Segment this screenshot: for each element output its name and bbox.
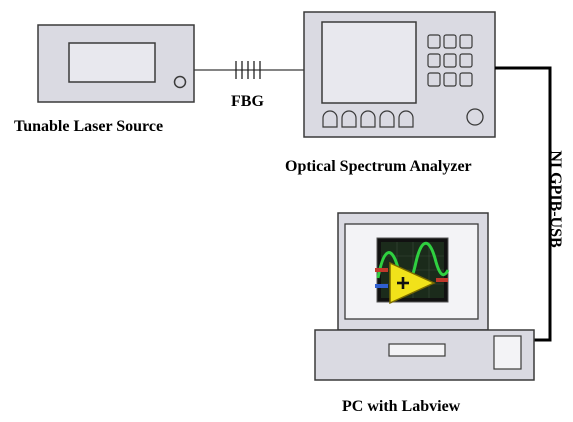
- gpib-usb-cable: [495, 66, 552, 342]
- fbg-grating-icon: [235, 61, 261, 79]
- osa-keypad: [427, 34, 473, 87]
- laser-knob-icon: [173, 75, 187, 89]
- laser-label: Tunable Laser Source: [14, 118, 164, 135]
- osa-screen: [321, 21, 417, 104]
- fbg-label: FBG: [231, 93, 264, 110]
- gpib-label: NI GPIB-USB: [547, 150, 564, 248]
- laser-display: [68, 42, 156, 83]
- osa-knob-icon: [466, 108, 484, 126]
- pc-computer: [314, 212, 535, 381]
- tunable-laser-source: [37, 24, 195, 103]
- labview-logo-icon: [375, 237, 450, 305]
- osa-label: Optical Spectrum Analyzer: [285, 158, 472, 175]
- pc-label: PC with Labview: [342, 398, 461, 415]
- optical-spectrum-analyzer: [303, 11, 496, 138]
- pc-drive-slot: [388, 343, 446, 357]
- osa-soft-keys: [322, 110, 414, 128]
- pc-drive-bay: [493, 335, 522, 370]
